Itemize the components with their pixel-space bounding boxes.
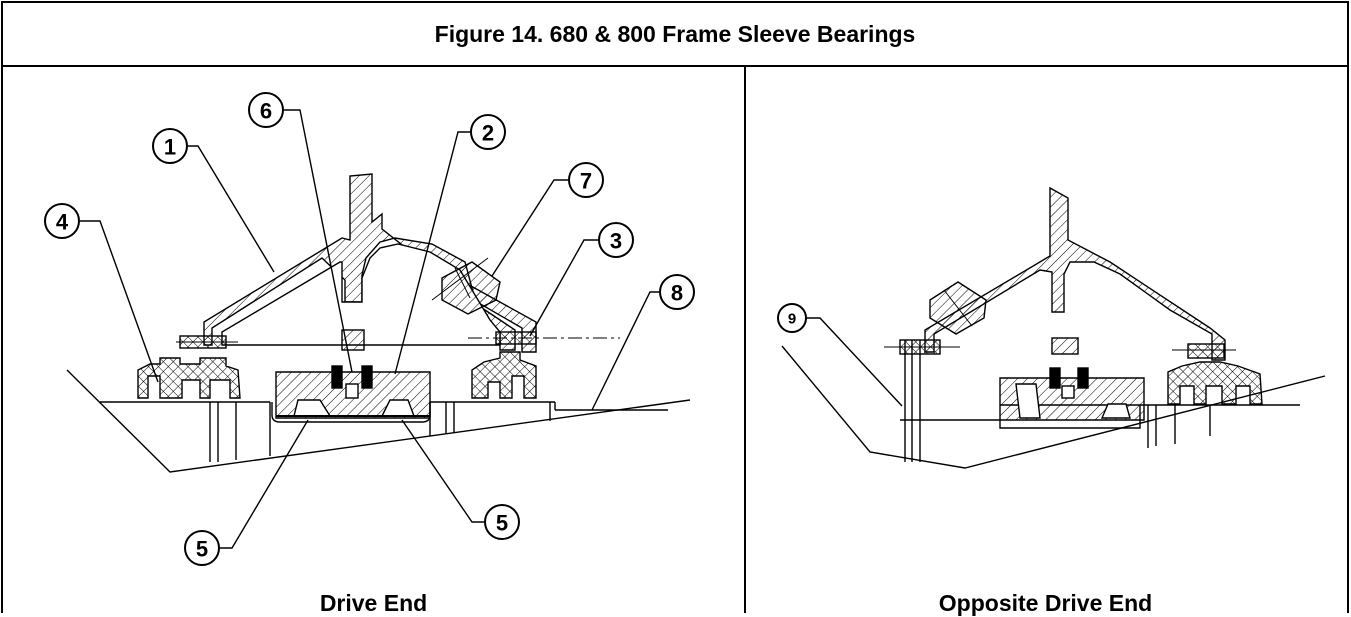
callout-1-label: 1 (164, 135, 176, 160)
callout-1 (152, 128, 188, 164)
callout-5b (484, 504, 520, 540)
drive-end-callouts (44, 92, 695, 566)
callout-9 (777, 303, 807, 333)
callout-9-label: 9 (788, 311, 796, 328)
drive-end-bolt (441, 261, 501, 315)
callout-5a-label: 5 (196, 537, 208, 562)
drive-end-caption: Drive End (319, 590, 428, 616)
callout-7 (568, 162, 604, 198)
callout-6 (248, 92, 284, 128)
callout-6-label: 6 (260, 99, 272, 124)
callout-5b-label: 5 (496, 511, 508, 536)
callout-4 (44, 203, 80, 239)
opposite-drive-end-caption: Opposite Drive End (938, 590, 1153, 616)
drive-end-drawing (66, 109, 691, 549)
opposite-drive-end-bracket (924, 186, 1226, 361)
callout-8-label: 8 (671, 281, 683, 306)
callout-8 (659, 274, 695, 310)
callout-7-label: 7 (580, 169, 592, 194)
drive-end-shaft-outline (66, 369, 691, 473)
callout-3 (598, 222, 634, 258)
drive-end-seal-left (137, 357, 241, 399)
callout-2 (470, 114, 506, 150)
opposite-drive-end-drawing (781, 186, 1326, 469)
callout-5a (184, 530, 220, 566)
figure-title: Figure 14. 680 & 800 Frame Sleeve Bearin… (1, 1, 1349, 67)
callout-2-label: 2 (482, 121, 494, 146)
drive-end-seal-right (471, 351, 537, 399)
callout-3-label: 3 (610, 229, 622, 254)
opposite-drive-end-seal (1167, 361, 1263, 405)
drive-end-panel: Drive End (1, 66, 746, 616)
opposite-drive-end-panel: Opposite Drive End (744, 66, 1349, 616)
callout-4-label: 4 (56, 210, 69, 235)
